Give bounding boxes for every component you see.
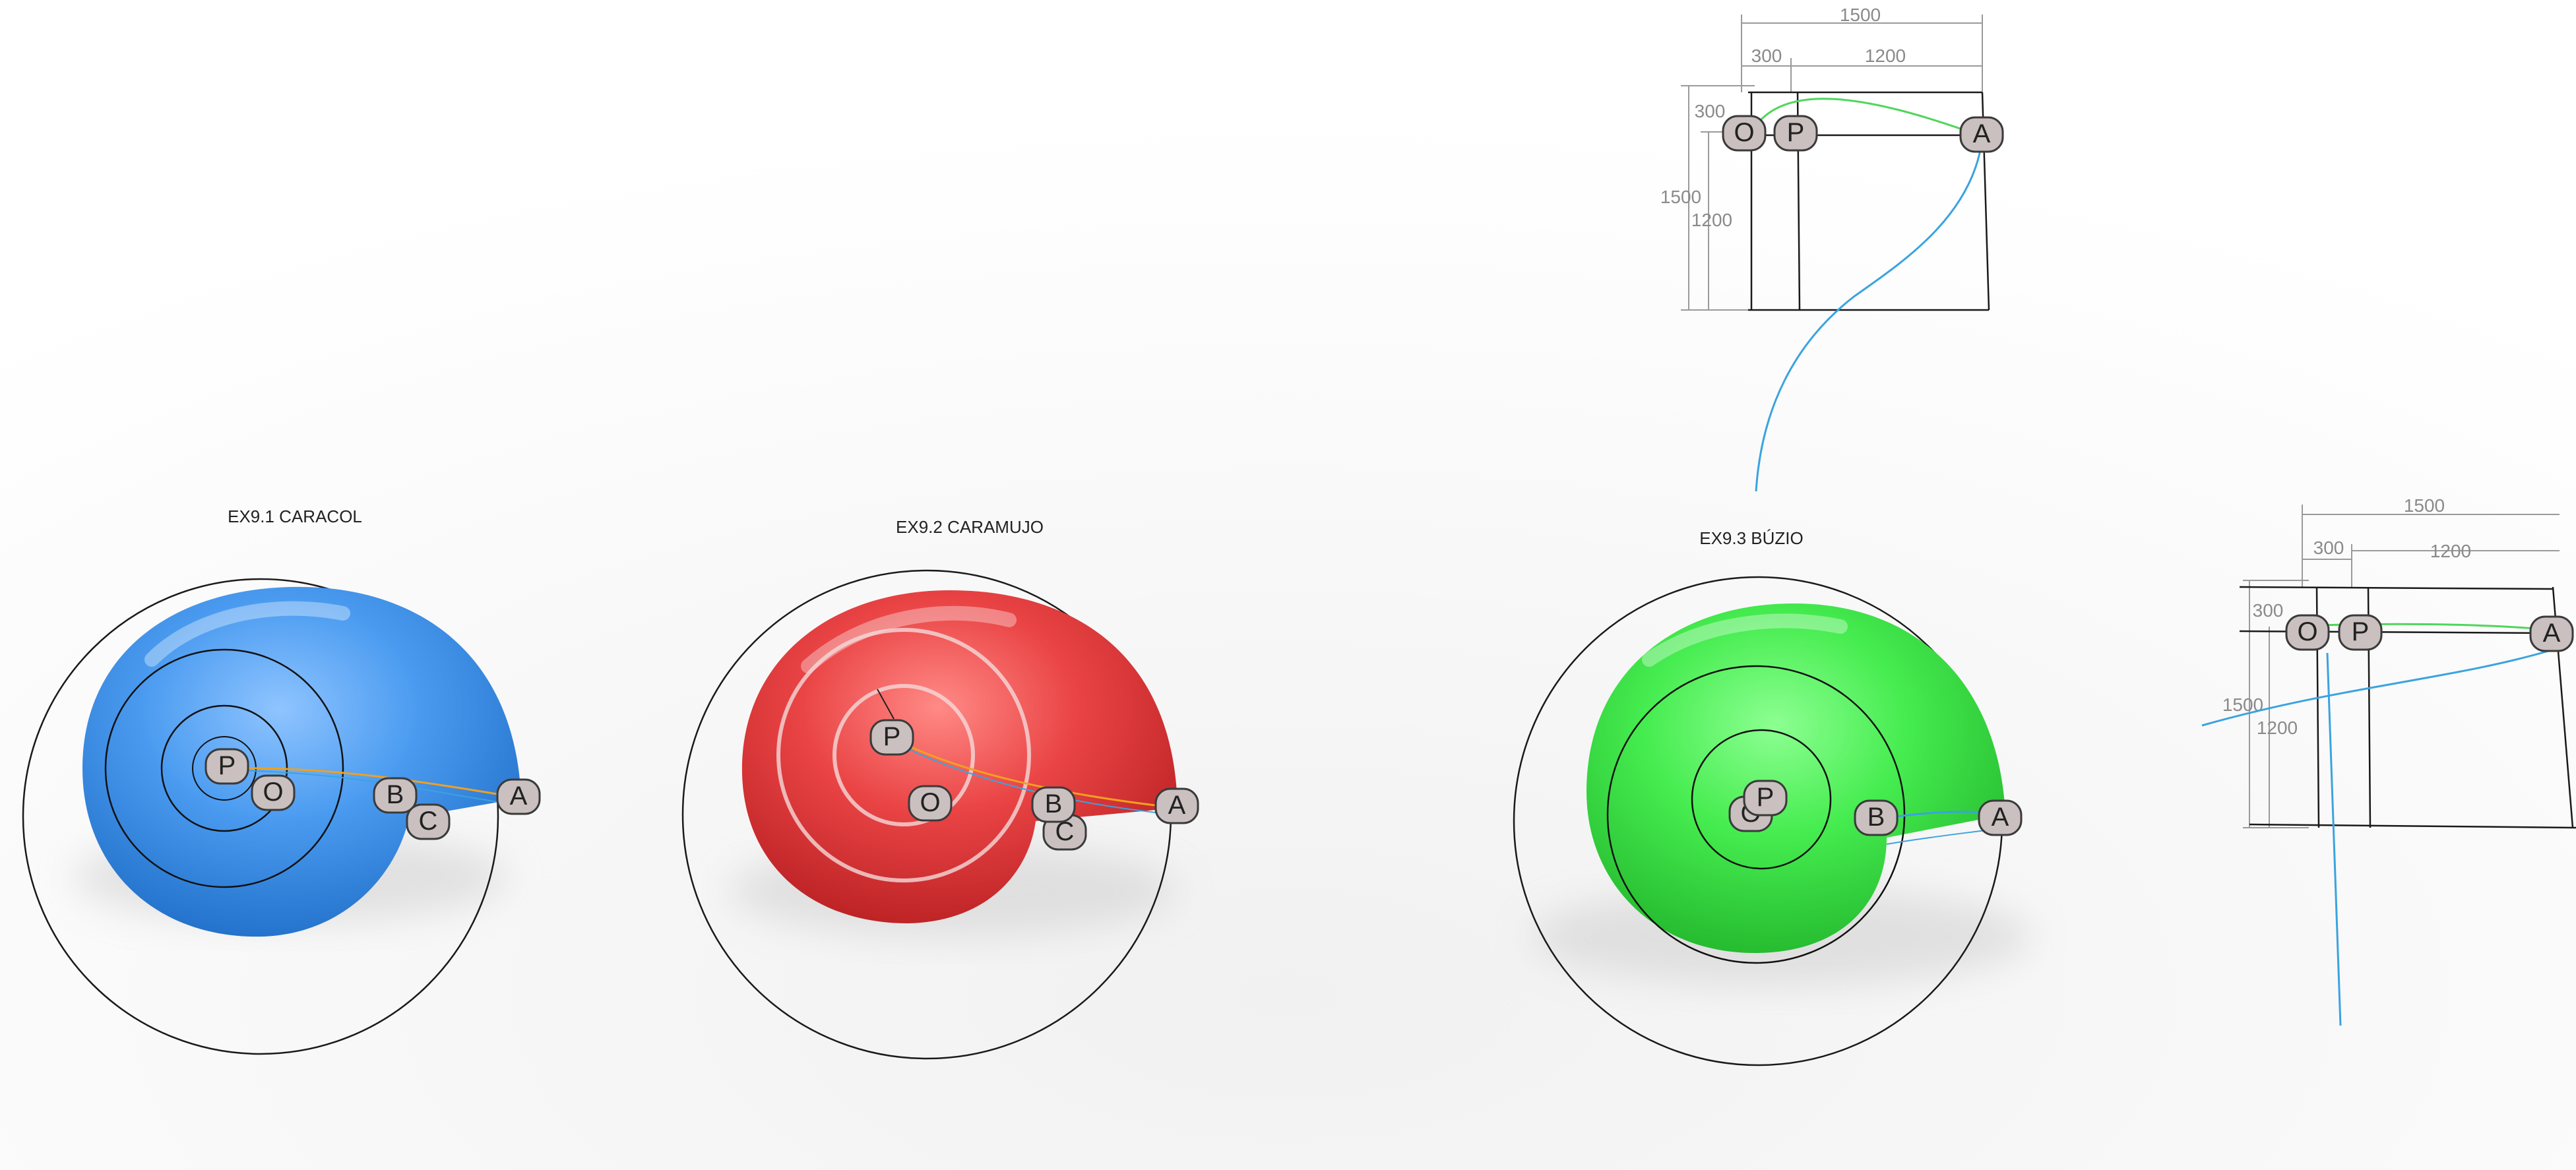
- marker-label: O: [920, 788, 940, 817]
- marker-badge: [1959, 116, 2004, 153]
- marker-badge: [1854, 799, 1899, 836]
- marker-label: O: [2297, 617, 2317, 646]
- point-marker-P[interactable]: P: [2338, 614, 2383, 651]
- point-marker-A[interactable]: A: [2529, 615, 2574, 652]
- point-marker-O[interactable]: O: [251, 774, 296, 811]
- shell-caracol: EX9.1 CARACOL P O B C A: [22, 507, 541, 1055]
- shell-body[interactable]: [1586, 603, 2005, 953]
- profile-curve-blue: [2326, 652, 2342, 1026]
- spiral-ring: [776, 628, 1031, 882]
- dimension-label: 1200: [2430, 541, 2471, 561]
- marker-badge: [1154, 787, 1199, 824]
- frame-line: [2239, 586, 2554, 590]
- outer-guide-circle: [22, 578, 499, 1055]
- shell-buzio: EX9.3 BÚZIO O P B A: [1513, 528, 2032, 1066]
- shell-highlight: [144, 601, 350, 667]
- profile-curve-green: [1750, 98, 1980, 137]
- marker-label: B: [1868, 803, 1885, 832]
- axis-tick: [877, 689, 895, 720]
- marker-badge: [1031, 786, 1076, 823]
- profile-curve-blue: [1755, 138, 1984, 492]
- marker-label: O: [263, 778, 283, 807]
- point-marker-A[interactable]: A: [1959, 116, 2004, 153]
- marker-badge: [251, 774, 296, 811]
- point-marker-O[interactable]: O: [2285, 614, 2330, 651]
- point-marker-P[interactable]: P: [204, 748, 249, 785]
- dimension-label: 300: [1695, 101, 1726, 121]
- marker-badge: [1773, 115, 1818, 152]
- point-marker-A[interactable]: A: [496, 778, 541, 815]
- shell-highlight: [1642, 613, 1848, 667]
- dimension-label: 1500: [2404, 495, 2445, 516]
- dimension-label: 1500: [1660, 187, 1701, 207]
- marker-label: P: [883, 722, 901, 751]
- shell-highlight: [801, 605, 1017, 673]
- point-marker-P[interactable]: P: [1743, 780, 1788, 816]
- shell-caramujo: EX9.2 CARAMUJO P O C B A: [681, 517, 1199, 1060]
- point-marker-P[interactable]: P: [1773, 115, 1818, 152]
- shell-title: EX9.1 CARACOL: [228, 507, 362, 526]
- shell-title: EX9.2 CARAMUJO: [896, 517, 1044, 537]
- shell-body[interactable]: [741, 590, 1178, 923]
- point-marker-B[interactable]: B: [373, 777, 418, 814]
- point-marker-P[interactable]: P: [869, 719, 914, 756]
- generator-curve: [230, 767, 522, 799]
- point-marker-A[interactable]: A: [1978, 799, 2023, 836]
- marker-label: A: [1168, 791, 1186, 820]
- dimension-label: 1200: [1865, 46, 1906, 66]
- point-marker-A[interactable]: A: [1154, 787, 1199, 824]
- marker-badge: [496, 778, 541, 815]
- generator-curve: [906, 748, 1175, 815]
- marker-label: A: [2543, 619, 2561, 648]
- point-marker-B[interactable]: B: [1854, 799, 1899, 836]
- frame-line: [2249, 823, 2576, 829]
- spiral-ring: [1691, 729, 1832, 870]
- marker-label: B: [387, 780, 404, 809]
- drawing-top: 1500 300 1200 300 1500 1200 O P A: [1660, 5, 2004, 492]
- dimension-label: 300: [2313, 538, 2344, 558]
- marker-badge: [869, 719, 914, 756]
- marker-badge: [1743, 780, 1788, 816]
- dimension-label: 1500: [1840, 5, 1881, 25]
- profile-curve-blue: [2201, 648, 2554, 727]
- marker-label: P: [218, 751, 236, 780]
- point-marker-C[interactable]: C: [406, 803, 451, 840]
- marker-badge: [204, 748, 249, 785]
- marker-label: B: [1045, 789, 1063, 818]
- dimension-label: 300: [2253, 600, 2284, 621]
- generator-curve: [906, 744, 1178, 809]
- marker-label: A: [1973, 119, 1991, 148]
- spiral-ring: [832, 684, 975, 826]
- point-marker-B[interactable]: B: [1031, 786, 1076, 823]
- marker-label: P: [2352, 617, 2370, 646]
- marker-badge: [1722, 115, 1767, 152]
- drawing-right: 1500 300 1200 300 1500 1200 O P A: [2201, 495, 2576, 1026]
- dimension-label: 1200: [1691, 210, 1732, 230]
- marker-badge: [406, 803, 451, 840]
- point-marker-O[interactable]: O: [1722, 115, 1767, 152]
- marker-badge: [1978, 799, 2023, 836]
- dimension-label: 1200: [2257, 718, 2298, 738]
- marker-label: O: [1734, 118, 1754, 147]
- marker-badge: [2338, 614, 2383, 651]
- shell-title: EX9.3 BÚZIO: [1699, 528, 1804, 548]
- marker-label: C: [419, 807, 438, 836]
- marker-label: P: [1787, 118, 1805, 147]
- point-marker-O[interactable]: O: [908, 785, 953, 822]
- marker-badge: [908, 785, 953, 822]
- marker-label: A: [510, 782, 528, 811]
- marker-badge: [2529, 615, 2574, 652]
- marker-label: A: [1992, 803, 2009, 832]
- shell-body[interactable]: [82, 586, 521, 937]
- dimension-label: 300: [1751, 46, 1782, 66]
- spiral-ring: [104, 648, 344, 888]
- marker-label: P: [1757, 783, 1775, 812]
- marker-badge: [2285, 614, 2330, 651]
- marker-badge: [373, 777, 418, 814]
